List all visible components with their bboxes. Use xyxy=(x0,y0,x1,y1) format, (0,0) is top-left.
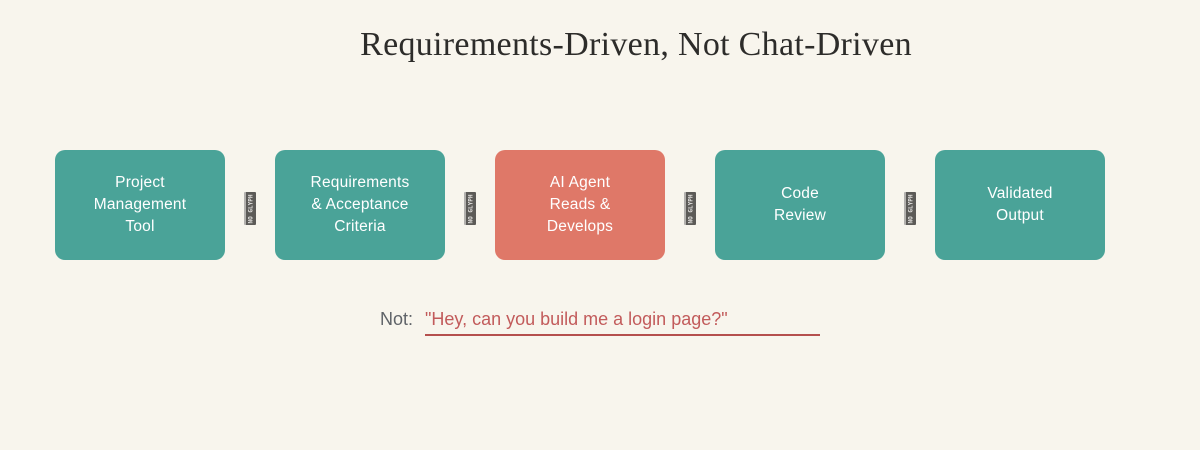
footnote-row: Not: "Hey, can you build me a login page?… xyxy=(380,309,820,336)
flow-step-ai-agent-reads-develops: AI Agent Reads & Develops xyxy=(495,150,665,260)
diagram-title: Requirements-Driven, Not Chat-Driven xyxy=(360,26,912,63)
missing-glyph-label: NO GLYPH xyxy=(907,194,915,223)
missing-glyph-label: NO GLYPH xyxy=(247,194,255,223)
missing-glyph-connector-icon: NO GLYPH xyxy=(904,192,916,225)
missing-glyph-label: NO GLYPH xyxy=(467,194,475,223)
missing-glyph-connector-icon: NO GLYPH xyxy=(464,192,476,225)
missing-glyph-label: NO GLYPH xyxy=(687,194,695,223)
missing-glyph-connector-icon: NO GLYPH xyxy=(244,192,256,225)
not-label: Not: xyxy=(380,309,414,329)
rejected-chat-prompt: "Hey, can you build me a login page?" xyxy=(425,309,820,336)
flow-step-code-review: Code Review xyxy=(715,150,885,260)
flow-row: Project Management Tool NO GLYPH Require… xyxy=(55,150,1105,260)
missing-glyph-connector-icon: NO GLYPH xyxy=(684,192,696,225)
flow-step-project-management-tool: Project Management Tool xyxy=(55,150,225,260)
flow-step-requirements-acceptance-criteria: Requirements & Acceptance Criteria xyxy=(275,150,445,260)
flow-step-validated-output: Validated Output xyxy=(935,150,1105,260)
